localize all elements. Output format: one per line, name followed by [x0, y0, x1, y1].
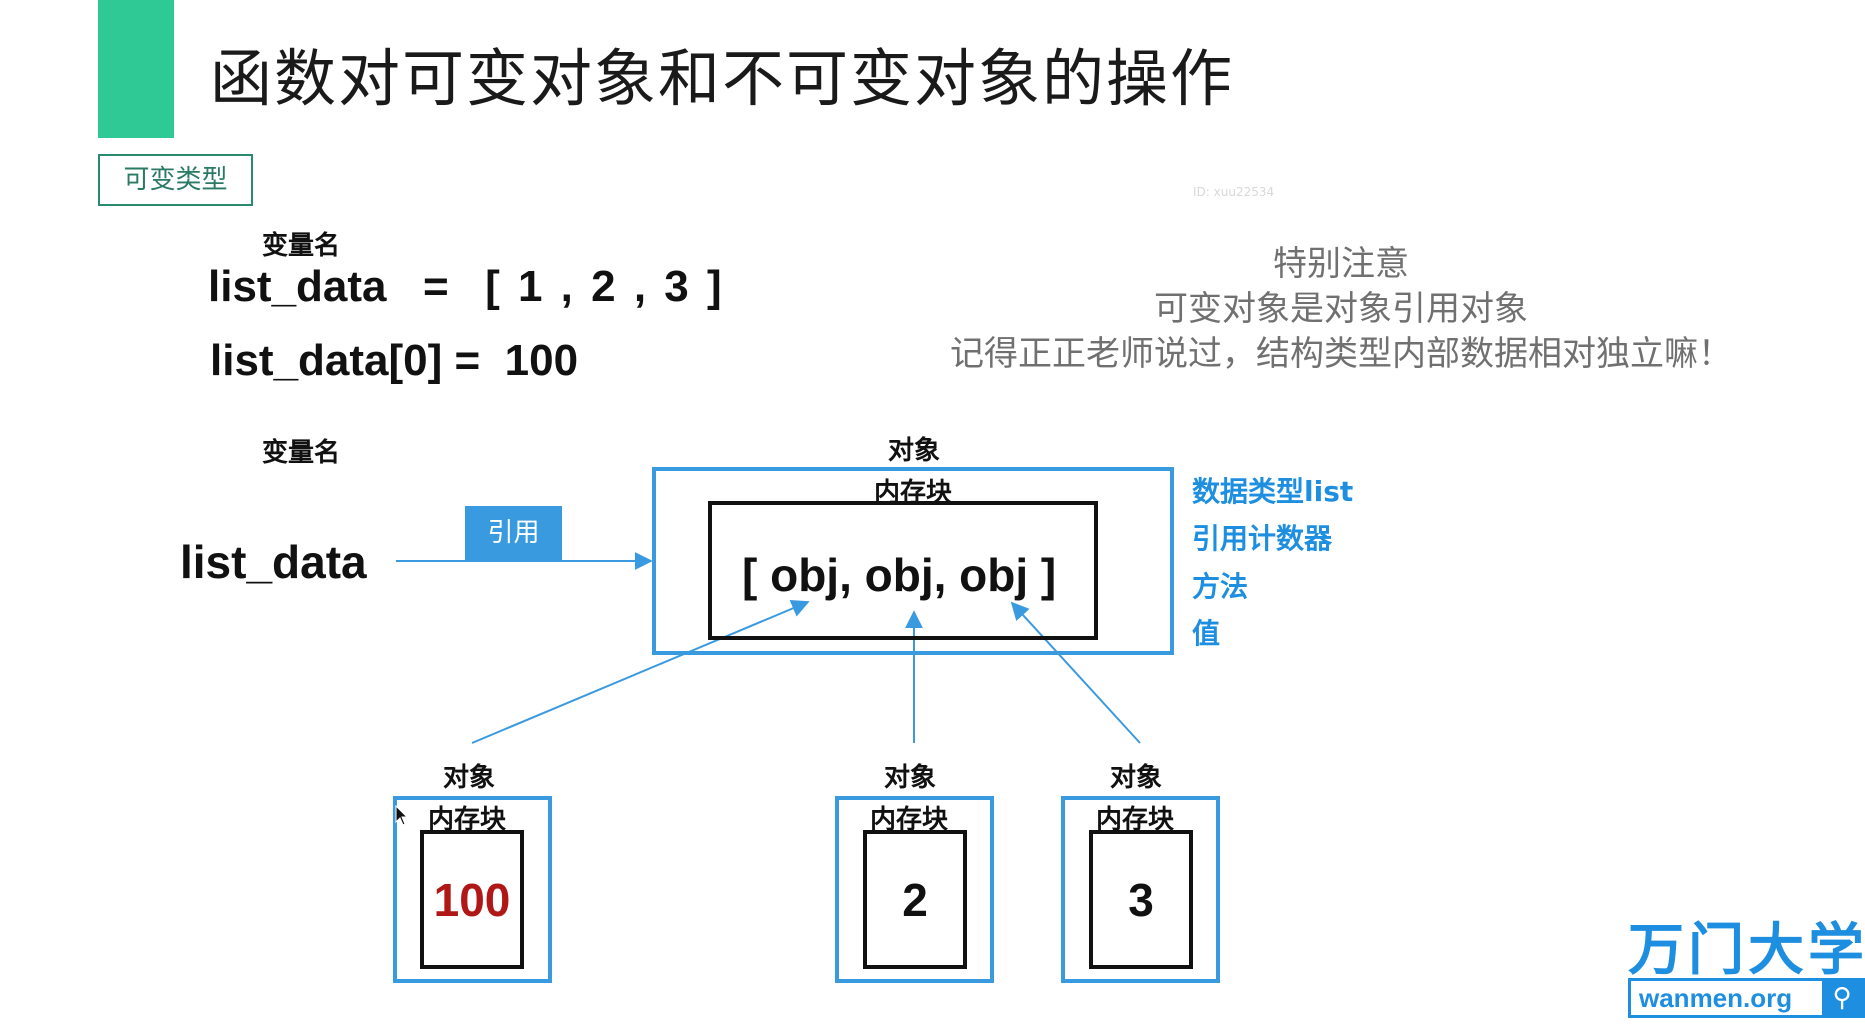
small-memory-block — [1089, 830, 1193, 969]
accent-bar — [98, 0, 174, 138]
slide-title: 函数对可变对象和不可变对象的操作 — [210, 42, 1235, 115]
code-line-1: list_data = [ 1 , 2 , 3 ] — [208, 262, 722, 311]
variable-name: list_data — [180, 536, 367, 588]
info-data-type: 数据类型list — [1192, 475, 1354, 508]
small-object-label: 对象 — [1110, 763, 1163, 793]
value-3: 3 — [1128, 874, 1154, 926]
small-object-box — [393, 796, 552, 983]
small-object-label: 对象 — [443, 763, 496, 793]
note-line-1: 特别注意 — [1273, 244, 1409, 284]
mouse-cursor-icon — [395, 805, 409, 826]
variable-name-label: 变量名 — [262, 438, 341, 468]
variable-name-label-top: 变量名 — [262, 231, 341, 261]
note-line-3: 记得正正老师说过，结构类型内部数据相对独立嘛！ — [950, 334, 1732, 374]
small-object-label: 对象 — [884, 763, 937, 793]
main-object-label: 对象 — [888, 436, 941, 466]
magnifier-icon: ⚲ — [1822, 981, 1862, 1015]
wanmen-url: wanmen.org — [1639, 983, 1793, 1013]
main-object-content: [ obj, obj, obj ] — [742, 549, 1057, 601]
small-memory-block — [420, 830, 524, 969]
wanmen-url-badge[interactable]: wanmen.org ⚲ — [1628, 978, 1865, 1018]
value-100: 100 — [433, 874, 511, 926]
main-object-box — [652, 467, 1174, 655]
small-object-box — [835, 796, 994, 983]
value-2: 2 — [902, 874, 928, 926]
info-ref-counter: 引用计数器 — [1192, 522, 1333, 555]
info-methods: 方法 — [1192, 570, 1249, 603]
arrow-100-to-obj — [471, 599, 810, 744]
code-line-2: list_data[0] = 100 — [210, 336, 579, 385]
main-memory-block — [708, 501, 1098, 640]
reference-tag: 引用 — [465, 506, 562, 560]
watermark: ID: xuu22534 — [1193, 185, 1275, 199]
arrow-3-to-obj — [1010, 601, 1141, 744]
small-object-box — [1061, 796, 1220, 983]
mutable-type-tag: 可变类型 — [98, 154, 253, 206]
wanmen-logo: 万门大学 — [1628, 918, 1865, 983]
small-memory-block — [863, 830, 967, 969]
note-line-2: 可变对象是对象引用对象 — [1154, 289, 1528, 329]
info-value: 值 — [1192, 617, 1221, 650]
